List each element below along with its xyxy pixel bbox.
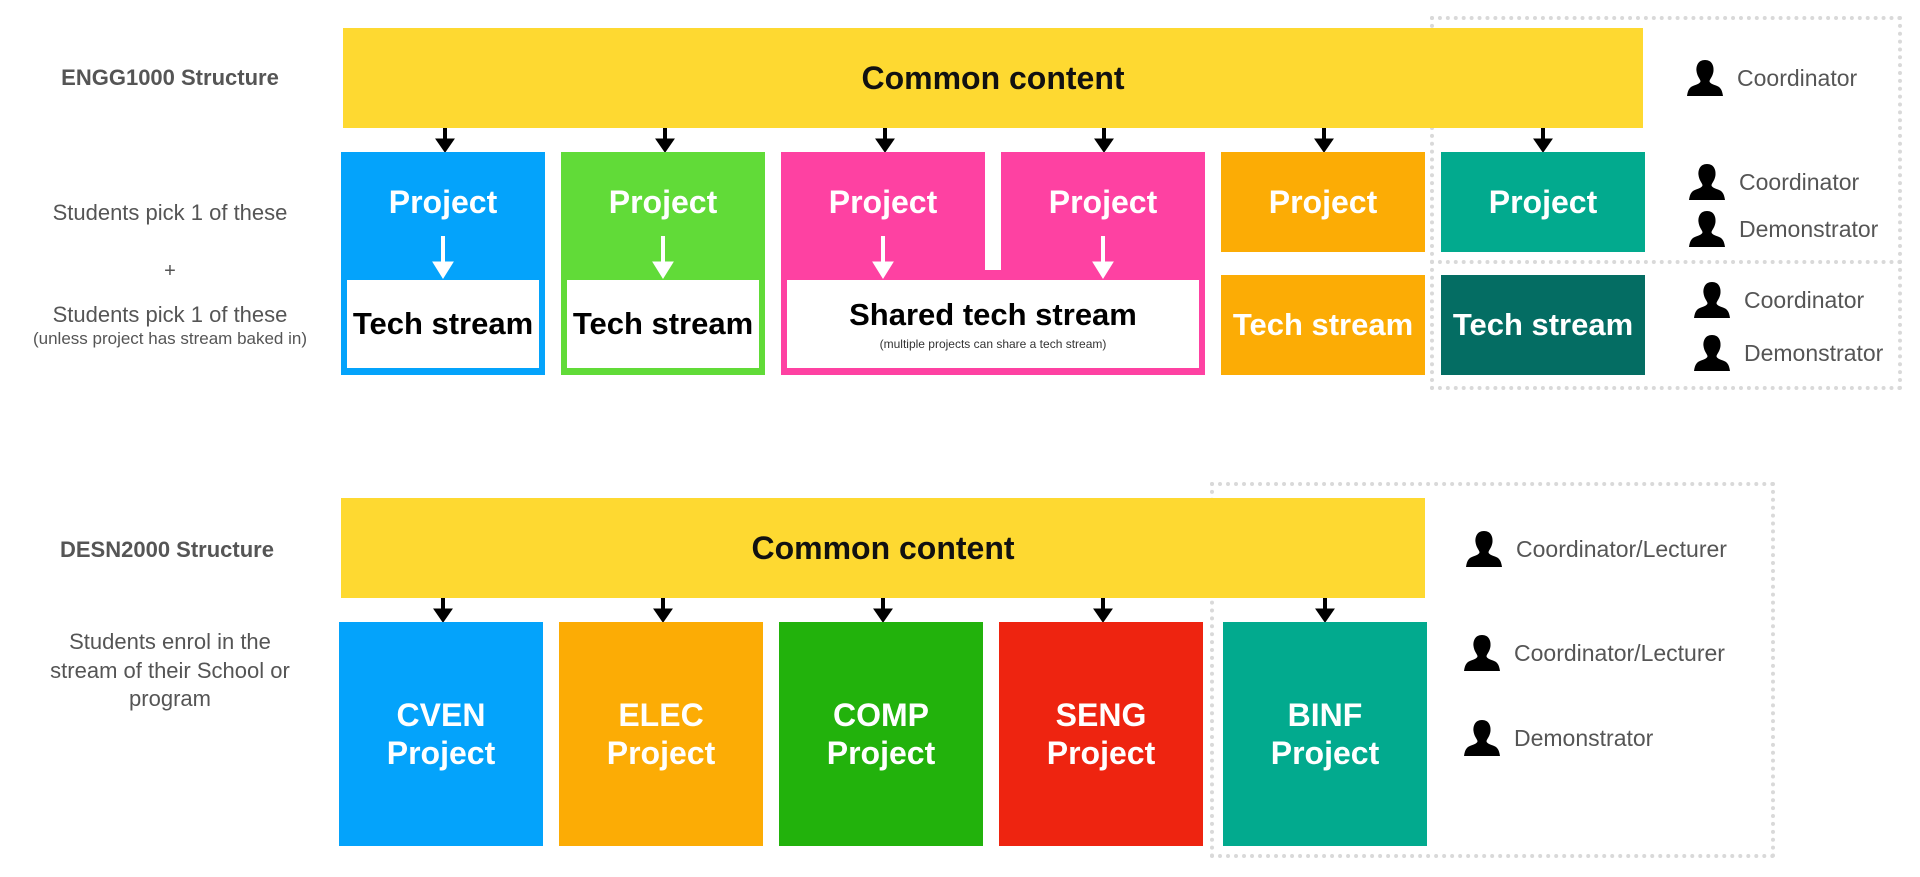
- role-label: Coordinator: [1739, 168, 1860, 195]
- engg-common-content: Common content: [343, 28, 1643, 128]
- desn-common-content: Common content: [341, 498, 1425, 598]
- desn-enrol-text: Students enrol in the stream of their Sc…: [50, 629, 290, 712]
- person-icon: [1685, 162, 1729, 202]
- desn-role-coordinator-lecturer: Coordinator/Lecturer: [1460, 633, 1725, 673]
- engg-tech-dark-teal: Tech stream: [1441, 275, 1645, 375]
- engg-role-project-coordinator: Coordinator: [1685, 162, 1859, 202]
- role-label: Demonstrator: [1739, 215, 1879, 242]
- person-icon: [1683, 58, 1727, 98]
- engg-project-orange: Project: [1221, 152, 1425, 252]
- role-label: Demonstrator: [1744, 339, 1884, 366]
- project-code: ELEC: [618, 696, 704, 733]
- project-code: COMP: [833, 696, 929, 733]
- desn-title: DESN2000 Structure: [60, 537, 274, 562]
- project-label: Project: [388, 183, 498, 220]
- engg-project-green: Project Tech stream: [561, 152, 765, 375]
- person-icon: [1690, 280, 1734, 320]
- engg-tech-orange: Tech stream: [1221, 275, 1425, 375]
- person-icon: [1460, 633, 1504, 673]
- desn-role-coordinator-lecturer-top: Coordinator/Lecturer: [1462, 529, 1727, 569]
- engg-role-stream-demonstrator: Demonstrator: [1690, 333, 1883, 373]
- project-label: Project: [826, 735, 936, 771]
- project-label: Project: [606, 735, 716, 771]
- role-label: Coordinator: [1744, 286, 1865, 313]
- tech-stream-label: Tech stream: [347, 280, 539, 368]
- person-icon: [1462, 529, 1506, 569]
- project-label: Project: [1046, 735, 1156, 771]
- engg-white-arrows: [432, 236, 1114, 279]
- engg-plus: +: [164, 260, 176, 282]
- project-code: CVEN: [396, 696, 486, 733]
- engg-role-coordinator-top: Coordinator: [1683, 58, 1857, 98]
- role-label: Coordinator/Lecturer: [1514, 639, 1725, 666]
- desn-project-binf: BINF Project: [1223, 622, 1427, 846]
- project-code: BINF: [1287, 696, 1363, 733]
- engg-pick-streams-note: (unless project has stream baked in): [32, 329, 308, 348]
- role-label: Coordinator/Lecturer: [1516, 535, 1727, 562]
- desn-project-cven: CVEN Project: [339, 622, 543, 846]
- project-label: Project: [1270, 735, 1380, 771]
- engg-staff-region-stream: [1430, 260, 1902, 390]
- engg-title: ENGG1000 Structure: [61, 65, 279, 90]
- tech-stream-label: Tech stream: [567, 280, 759, 368]
- shared-tech-note: (multiple projects can share a tech stre…: [879, 337, 1107, 351]
- project-label: Project: [608, 183, 718, 220]
- person-icon: [1460, 718, 1504, 758]
- project-label: Project: [828, 183, 938, 220]
- shared-tech-stream: Shared tech stream (multiple projects ca…: [787, 280, 1199, 368]
- project-code: SENG: [1055, 696, 1147, 733]
- project-label: Project: [1048, 183, 1158, 220]
- desn-project-elec: ELEC Project: [559, 622, 763, 846]
- person-icon: [1685, 209, 1729, 249]
- desn-project-seng: SENG Project: [999, 622, 1203, 846]
- desn-staff-region: [1210, 482, 1775, 858]
- project-label: Project: [386, 735, 496, 771]
- engg-arrows: [435, 128, 1553, 153]
- shared-tech-label: Shared tech stream: [849, 297, 1137, 332]
- role-label: Coordinator: [1737, 64, 1858, 91]
- engg-project-teal: Project: [1441, 152, 1645, 252]
- engg-role-project-demonstrator: Demonstrator: [1685, 209, 1878, 249]
- desn-role-demonstrator: Demonstrator: [1460, 718, 1653, 758]
- desn-arrows: [433, 598, 1335, 623]
- engg-pick-streams: Students pick 1 of these: [52, 302, 288, 327]
- desn-project-comp: COMP Project: [779, 622, 983, 846]
- engg-staff-region-top: [1430, 16, 1902, 264]
- engg-role-stream-coordinator: Coordinator: [1690, 280, 1864, 320]
- role-label: Demonstrator: [1514, 724, 1654, 751]
- person-icon: [1690, 333, 1734, 373]
- engg-pick-projects: Students pick 1 of these: [52, 200, 288, 225]
